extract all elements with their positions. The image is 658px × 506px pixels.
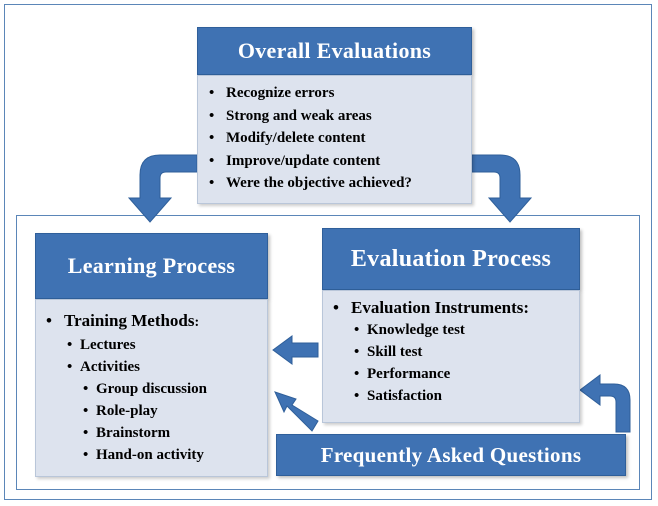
training-methods-label: Training Methods — [64, 311, 195, 330]
evaluation-process-body: Evaluation Instruments: Knowledge test S… — [322, 290, 580, 423]
overall-evaluations-title-text: Overall Evaluations — [237, 38, 432, 63]
evaluation-process-title: Evaluation Process — [322, 228, 580, 290]
overall-evaluations-title: Overall Evaluations — [197, 27, 472, 75]
list-item: Hand-on activity — [83, 444, 267, 466]
evaluation-instruments-sublist: Knowledge test Skill test Performance Sa… — [351, 319, 579, 407]
list-item: Lectures — [67, 334, 267, 356]
overall-evaluations-body: Recognize errors Strong and weak areas M… — [197, 75, 472, 204]
outer-frame — [4, 4, 652, 500]
learning-process-list: Training Methods: Lectures Activities Gr… — [36, 300, 267, 466]
evaluation-process-title-text: Evaluation Process — [350, 245, 552, 272]
curved-arrow-to-learning — [127, 154, 198, 223]
activities-label: Activities — [80, 359, 140, 375]
list-item: Brainstorm — [83, 422, 267, 444]
overall-evaluations-list: Recognize errors Strong and weak areas M… — [198, 76, 471, 195]
inner-frame — [16, 215, 640, 490]
list-item: Knowledge test — [354, 319, 579, 341]
list-item: Group discussion — [83, 378, 267, 400]
training-methods-item: Training Methods: Lectures Activities Gr… — [46, 310, 267, 466]
training-methods-sublist: Lectures Activities Group discussion Rol… — [64, 334, 267, 466]
list-item: Were the objective achieved? — [209, 172, 471, 195]
arrow-faq-to-learning — [274, 391, 319, 432]
list-item: Modify/delete content — [209, 127, 471, 150]
list-item: Satisfaction — [354, 385, 579, 407]
curved-arrow-faq-to-evaluation — [579, 374, 631, 433]
list-item: Role-play — [83, 400, 267, 422]
training-methods-colon: : — [194, 315, 200, 330]
learning-process-body: Training Methods: Lectures Activities Gr… — [35, 299, 268, 477]
evaluation-instruments-label: Evaluation Instruments: — [351, 298, 530, 317]
list-item: Improve/update content — [209, 150, 471, 173]
evaluation-process-list: Evaluation Instruments: Knowledge test S… — [323, 291, 579, 407]
activities-sublist: Group discussion Role-play Brainstorm Ha… — [80, 378, 267, 466]
arrow-evaluation-to-learning — [272, 335, 319, 365]
evaluation-instruments-item: Evaluation Instruments: Knowledge test S… — [333, 297, 579, 407]
curved-arrow-to-evaluation — [471, 154, 533, 223]
list-item: Performance — [354, 363, 579, 385]
faq-banner: Frequently Asked Questions — [276, 434, 626, 476]
list-item: Strong and weak areas — [209, 105, 471, 128]
activities-item: Activities Group discussion Role-play Br… — [67, 356, 267, 466]
list-item: Skill test — [354, 341, 579, 363]
learning-process-title-text: Learning Process — [67, 253, 236, 278]
list-item: Recognize errors — [209, 82, 471, 105]
learning-process-title: Learning Process — [35, 233, 268, 299]
faq-banner-text: Frequently Asked Questions — [320, 442, 582, 467]
